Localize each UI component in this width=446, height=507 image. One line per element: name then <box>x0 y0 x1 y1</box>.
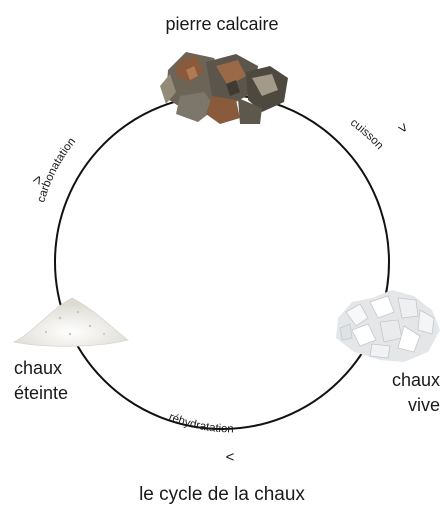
arrow-rehydratation-icon: > <box>225 448 234 465</box>
node-label-limestone: pierre calcaire <box>165 14 278 34</box>
arrow-cuisson-icon: > <box>393 120 412 137</box>
node-label-quicklime-line2: vive <box>408 395 440 415</box>
limestone-rocks-icon <box>160 52 288 124</box>
node-label-slaked-lime-line2: éteinte <box>14 383 68 403</box>
node-label-slaked-lime-line1: chaux <box>14 358 62 378</box>
cycle-ring <box>55 95 389 429</box>
transition-label-rehydratation: réhydratation <box>167 411 234 435</box>
transition-label-cuisson: cuisson <box>348 117 385 152</box>
node-label-quicklime-line1: chaux <box>392 370 440 390</box>
quicklime-pieces-icon <box>336 290 440 362</box>
transition-label-carbonatation: carbonatation <box>35 136 78 204</box>
slaked-lime-powder-icon <box>14 298 128 346</box>
diagram-caption: le cycle de la chaux <box>139 484 305 505</box>
